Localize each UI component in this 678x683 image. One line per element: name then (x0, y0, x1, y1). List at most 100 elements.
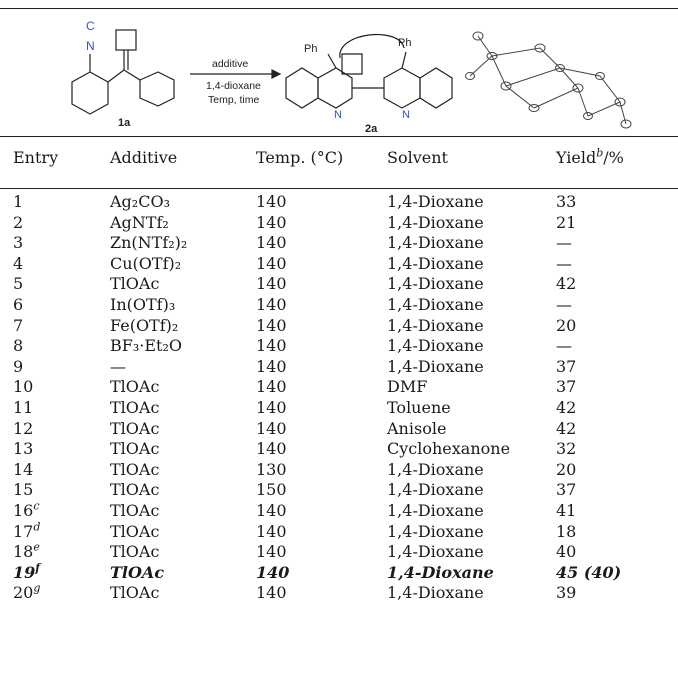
cell-additive: In(OTf)₃ (110, 294, 176, 314)
entry-number: 15 (13, 480, 34, 500)
cell-solvent: 1,4-Dioxane (387, 459, 484, 479)
cell-yield: 21 (556, 212, 577, 232)
cell-yield: 40 (556, 542, 577, 562)
cell-temp: 140 (256, 315, 287, 335)
cell-solvent: 1,4-Dioxane (387, 583, 484, 603)
entry-footnote: d (33, 520, 41, 534)
entry-number: 13 (13, 439, 34, 459)
entry-number: 4 (13, 253, 24, 273)
entry-number: 11 (13, 397, 34, 417)
cell-solvent: Anisole (387, 418, 447, 438)
cell-entry: 19f (13, 561, 110, 584)
entry-number: 14 (13, 459, 34, 479)
cell-yield: — (556, 233, 572, 253)
arrow-condition-additive: additive (212, 58, 248, 70)
cell-temp: 140 (256, 418, 287, 438)
cell-additive: TlOAc (110, 542, 160, 562)
cell-entry: 14 (13, 460, 110, 481)
cell-entry: 8 (13, 336, 110, 357)
entry-number: 3 (13, 233, 24, 253)
entry-number: 5 (13, 274, 24, 294)
cell-solvent: 1,4-Dioxane (387, 294, 484, 314)
cell-entry: 7 (13, 316, 110, 337)
cell-entry: 11 (13, 398, 110, 419)
cell-entry: 15 (13, 480, 110, 501)
cell-solvent: 1,4-Dioxane (387, 315, 484, 335)
cell-temp: 140 (256, 542, 287, 562)
cell-additive: TlOAc (110, 418, 160, 438)
product-label: 2a (365, 123, 378, 134)
header-yield-label: Yield (556, 148, 597, 167)
cell-entry: 12 (13, 419, 110, 440)
cell-entry: 17d (13, 520, 110, 543)
product-structure (285, 34, 453, 109)
cell-solvent: 1,4-Dioxane (387, 542, 484, 562)
cell-yield: 41 (556, 500, 577, 520)
entry-number: 18 (13, 542, 34, 562)
entry-footnote: f (35, 561, 40, 575)
entry-number: 6 (13, 294, 24, 314)
cell-yield: — (556, 294, 572, 314)
entry-number: 7 (13, 315, 24, 335)
entry-footnote: c (33, 499, 40, 513)
cell-yield: — (556, 253, 572, 273)
table-row: 18e TlOAc 140 1,4-Dioxane 40 (13, 542, 666, 563)
cell-additive: TlOAc (110, 521, 160, 541)
cell-yield: 20 (556, 315, 577, 335)
cell-solvent: DMF (387, 377, 428, 397)
cell-solvent: Toluene (387, 397, 451, 417)
cell-yield: 39 (556, 583, 577, 603)
header-yield-footnote: b (596, 146, 604, 160)
optimization-table: Entry Additive Temp. (°C) Solvent Yieldb… (13, 148, 666, 604)
reactant-structure (71, 29, 175, 115)
cell-temp: 140 (256, 336, 287, 356)
cell-additive: TlOAc (110, 439, 160, 459)
cell-additive: TlOAc (110, 562, 165, 582)
entry-footnote: e (33, 540, 40, 554)
entry-number: 2 (13, 212, 24, 232)
cell-yield: 42 (556, 274, 577, 294)
cell-solvent: 1,4-Dioxane (387, 356, 484, 376)
cell-temp: 140 (256, 274, 287, 294)
cell-entry: 3 (13, 233, 110, 254)
entry-number: 17 (13, 521, 34, 541)
entry-number: 16 (13, 500, 34, 520)
header-divider-rule (0, 188, 678, 189)
table-row: 6 In(OTf)₃ 140 1,4-Dioxane — (13, 295, 666, 316)
entry-number: 10 (13, 377, 34, 397)
header-temp: Temp. (°C) (256, 148, 344, 167)
cell-additive: TlOAc (110, 377, 160, 397)
cell-solvent: 1,4-Dioxane (387, 562, 494, 582)
cell-solvent: 1,4-Dioxane (387, 233, 484, 253)
header-solvent: Solvent (387, 148, 448, 167)
cell-temp: 140 (256, 500, 287, 520)
cell-temp: 140 (256, 192, 287, 211)
scheme-divider-rule (0, 136, 678, 137)
cell-solvent: 1,4-Dioxane (387, 500, 484, 520)
table-header-row: Entry Additive Temp. (°C) Solvent Yieldb… (13, 148, 666, 184)
cell-entry: 4 (13, 254, 110, 275)
cell-additive: TlOAc (110, 459, 160, 479)
cell-solvent: 1,4-Dioxane (387, 521, 484, 541)
cell-solvent: 1,4-Dioxane (387, 336, 484, 356)
cell-temp: 140 (256, 356, 287, 376)
entry-number: 19 (13, 562, 36, 582)
cell-entry: 10 (13, 377, 110, 398)
cell-entry: 2 (13, 213, 110, 234)
entry-number: 12 (13, 418, 34, 438)
top-rule (0, 8, 678, 10)
cell-temp: 140 (256, 294, 287, 314)
cell-entry: 13 (13, 439, 110, 460)
cell-additive: TlOAc (110, 274, 160, 294)
reaction-scheme: C N 1a additive 1,4-dioxane Temp, time P… (71, 19, 632, 134)
cell-additive: AgNTf₂ (110, 212, 169, 232)
cell-solvent: 1,4-Dioxane (387, 192, 484, 211)
cell-temp: 140 (256, 253, 287, 273)
